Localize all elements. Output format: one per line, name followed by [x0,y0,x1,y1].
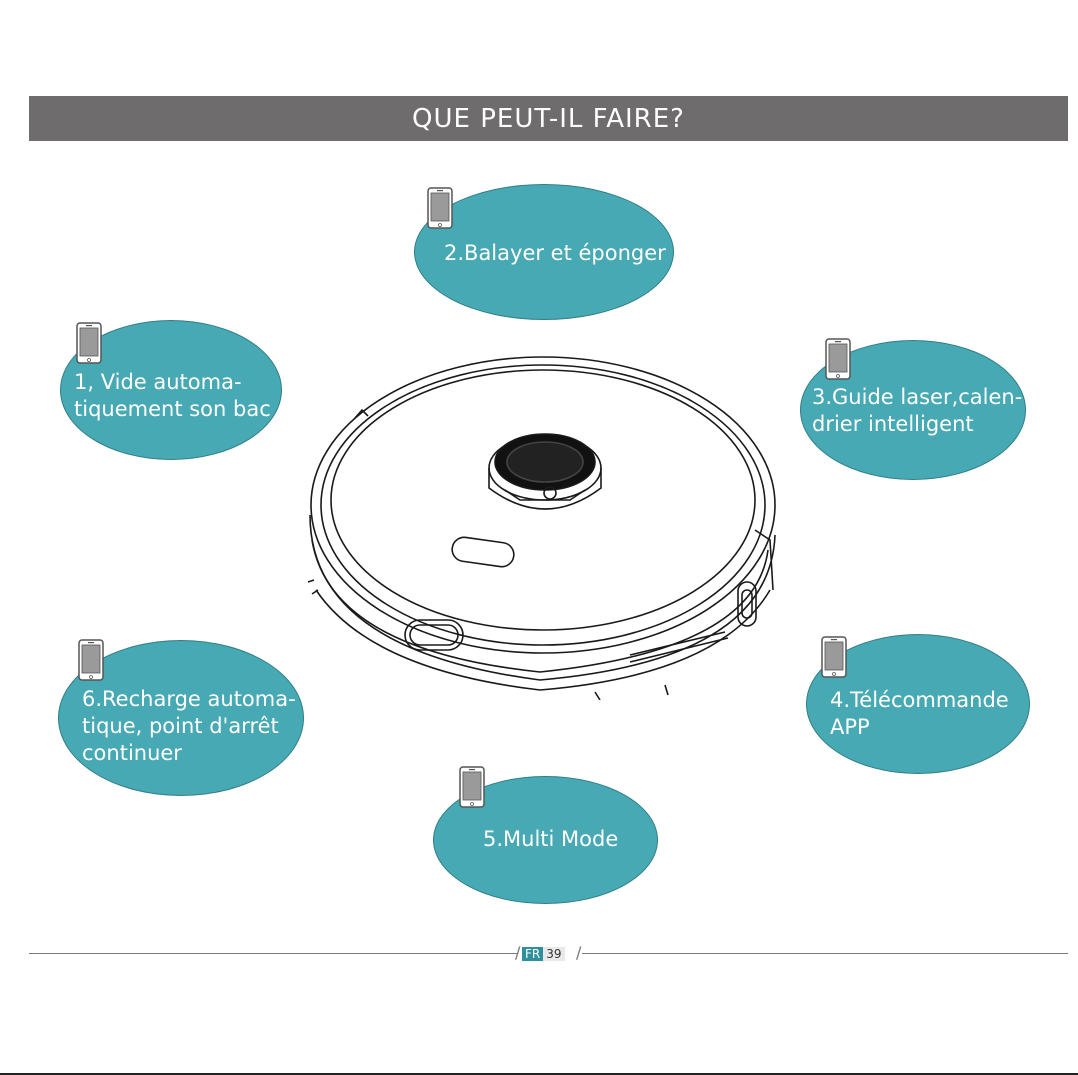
smartphone-icon [825,338,851,380]
footer-divider-left: / [515,943,520,962]
language-badge: FR [522,947,543,961]
footer-rule-left [29,953,517,954]
section-title: QUE PEUT-IL FAIRE? [29,96,1068,141]
feature-label-laser-schedule: 3.Guide laser,calen- drier intelligent [812,384,1022,438]
feature-label-auto-empty: 1, Vide automa- tiquement son bac [74,369,271,423]
feature-label-app-remote: 4.Télécommande APP [830,687,1009,741]
feature-label-multi-mode: 5.Multi Mode [483,826,618,853]
robot-vacuum-illustration [300,350,785,700]
smartphone-icon [459,766,485,808]
smartphone-icon [78,639,104,681]
footer-rule-right [582,953,1068,954]
smartphone-icon [821,636,847,678]
feature-label-sweep-mop: 2.Balayer et éponger [444,240,666,267]
smartphone-icon [76,322,102,364]
feature-label-auto-recharge: 6.Recharge automa- tique, point d'arrêt … [82,686,296,767]
footer-divider-right: / [576,943,581,962]
page-number-value: 39 [543,947,564,961]
smartphone-icon [427,187,453,229]
